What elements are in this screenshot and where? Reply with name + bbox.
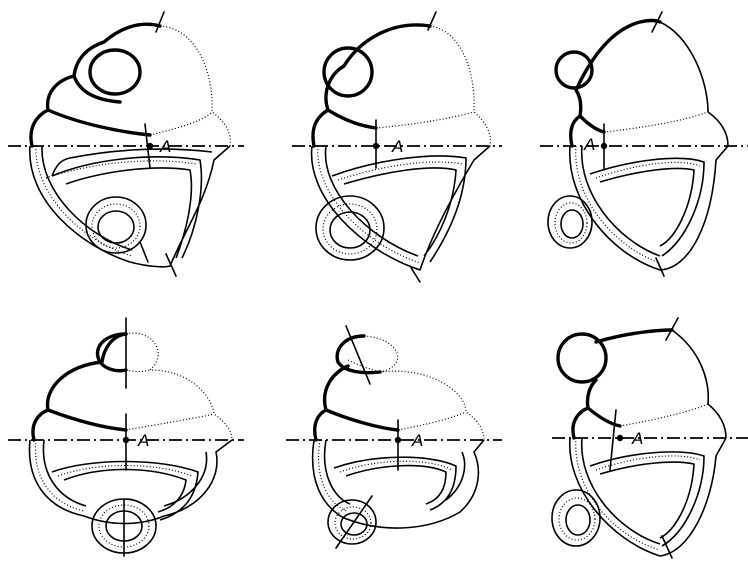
lower-loop-outer [328,500,376,544]
upper-outline-dotted [150,26,230,146]
point-a-label: A [391,137,403,156]
tick-mark [610,410,616,470]
upper-outline-thick [573,330,672,438]
point-a-label: A [159,137,171,156]
tick-mark [140,242,148,262]
panel-4: A [8,318,244,556]
point-a-marker [601,143,607,149]
tick-mark [156,12,164,32]
panel-6: A [552,318,748,558]
upper-outline-right [660,22,728,146]
upper-outline-dotted [376,26,490,146]
upper-outline-right [672,330,726,438]
point-a-label: A [137,431,149,450]
point-a-marker [123,437,129,443]
lower-dotted-band [319,440,452,511]
panel-3: A [540,12,748,276]
panel-5: A [286,326,502,548]
upper-outline-thick [315,366,398,440]
panel-2: A [292,12,502,282]
upper-outline-dotted [126,333,232,440]
lower-loop-outer [548,196,592,248]
upper-small-circle [90,50,140,94]
lower-outer-band [30,146,230,267]
lower-inner-arc [52,149,212,176]
lower-outer-band [29,440,232,524]
point-a-label: A [631,429,643,448]
lower-loop-inner [98,211,134,243]
upper-outline-dotted [620,404,708,426]
lower-loop-inner [561,210,583,238]
tick-mark [656,258,664,276]
lower-loop-inner [330,212,370,248]
upper-outline-thick [313,25,430,146]
point-a-marker [373,143,379,149]
point-a-marker [147,143,153,149]
upper-outline-dotted [604,112,708,132]
point-a-marker [395,437,401,443]
upper-outline-thick [33,334,126,440]
lower-loop-inner [566,505,590,535]
panel-1: A [8,12,244,276]
upper-small-circle [558,334,606,382]
point-a-marker [617,435,623,441]
upper-small-circle [324,48,372,96]
point-a-label: A [583,135,595,154]
tick-mark [428,12,436,30]
point-a-label: A [411,431,423,450]
